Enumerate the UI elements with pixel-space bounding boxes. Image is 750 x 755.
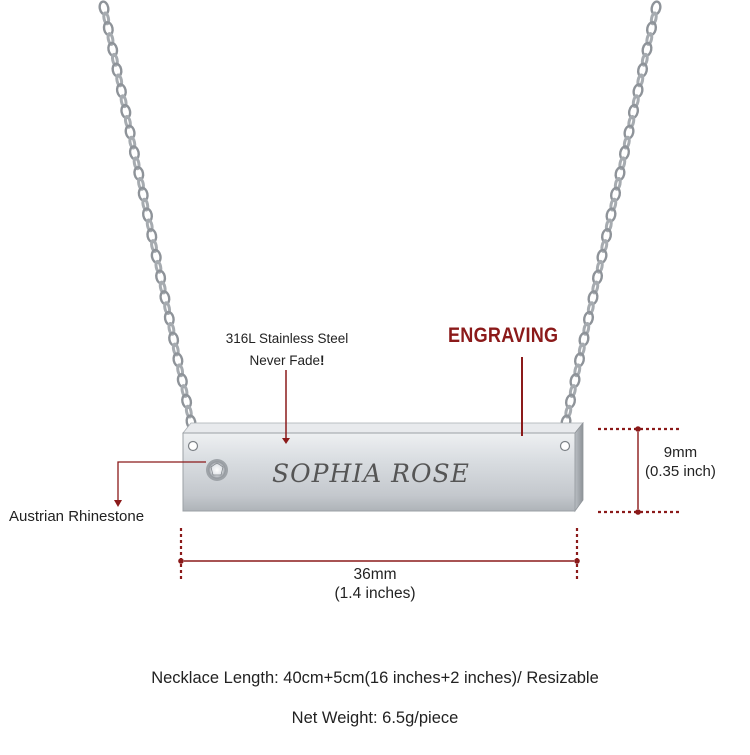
chain-link xyxy=(167,321,176,336)
material-line-1: 316L Stainless Steel xyxy=(225,331,349,346)
chain-link xyxy=(609,197,618,212)
chain-link xyxy=(184,404,193,419)
chain-link xyxy=(618,156,627,171)
rhinestone-pointer-line xyxy=(117,461,206,504)
chain-link xyxy=(132,156,141,171)
height-inch: (0.35 inch) xyxy=(645,463,716,480)
chain-link xyxy=(106,32,115,46)
material-line-2-mark: ! xyxy=(320,353,325,368)
chain-link xyxy=(102,11,111,26)
chain-link xyxy=(163,301,172,316)
width-inch: (1.4 inches) xyxy=(334,585,416,602)
engraving-label: ENGRAVING xyxy=(448,324,559,347)
chain-link xyxy=(110,52,119,67)
rhinestone-label: Austrian Rhinestone xyxy=(9,508,145,525)
chain-link xyxy=(150,239,158,253)
bar-pendant: SOPHIA ROSE xyxy=(182,421,584,513)
chain-link xyxy=(141,197,150,212)
chain-link xyxy=(180,384,189,398)
chain-link xyxy=(604,218,613,233)
engraved-name: SOPHIA ROSE xyxy=(272,459,470,488)
chain-link xyxy=(568,384,577,398)
height-arrow-top xyxy=(635,426,641,432)
material-line-2-text: Never Fade xyxy=(249,353,321,368)
chain-link xyxy=(115,73,124,88)
chain-link xyxy=(128,135,137,150)
rhinestone-icon xyxy=(206,459,228,481)
chain-link xyxy=(137,176,145,191)
rhinestone-pointer-arrow xyxy=(114,500,122,507)
material-line-2: Never Fade! xyxy=(207,350,367,372)
width-arrow-left xyxy=(178,558,184,564)
chain-link xyxy=(622,135,631,150)
chain-link xyxy=(119,94,128,109)
material-pointer-arrow xyxy=(282,438,290,444)
chain-link xyxy=(123,114,132,129)
chain-link xyxy=(640,52,649,67)
chain-link xyxy=(171,342,180,357)
chain-link xyxy=(573,363,582,378)
necklace-chain-left xyxy=(98,0,197,430)
chain-link xyxy=(582,322,591,336)
chain-link xyxy=(600,239,609,253)
width-label: 36mm (1.4 inches) xyxy=(300,565,450,603)
height-arrow-bottom xyxy=(635,509,641,515)
chain-link xyxy=(645,32,654,46)
chain-link xyxy=(649,11,658,26)
chain-link xyxy=(613,177,622,191)
chain-link xyxy=(577,342,586,357)
chain-link xyxy=(595,259,604,274)
material-label: 316L Stainless Steel Never Fade! xyxy=(207,328,367,372)
chain-link xyxy=(586,301,595,315)
chain-link xyxy=(631,94,640,109)
width-arrow-right xyxy=(574,558,580,564)
height-dimension xyxy=(598,427,680,514)
chain-link xyxy=(591,280,600,295)
net-weight-spec: Net Weight: 6.5g/piece xyxy=(291,709,459,727)
width-dimension xyxy=(179,528,579,582)
width-mm: 36mm xyxy=(353,566,397,583)
chain-link xyxy=(145,218,154,233)
chain-link xyxy=(627,115,636,129)
chain-link xyxy=(176,363,185,378)
chain-link xyxy=(154,259,163,274)
chain-link xyxy=(158,280,167,295)
height-label: 9mm (0.35 inch) xyxy=(645,443,716,481)
necklace-chain-right xyxy=(560,0,662,430)
necklace-length-spec: Necklace Length: 40cm+5cm(16 inches+2 in… xyxy=(151,669,599,687)
chain-link xyxy=(636,73,645,88)
chain-link xyxy=(564,404,573,419)
height-mm: 9mm xyxy=(663,444,698,461)
